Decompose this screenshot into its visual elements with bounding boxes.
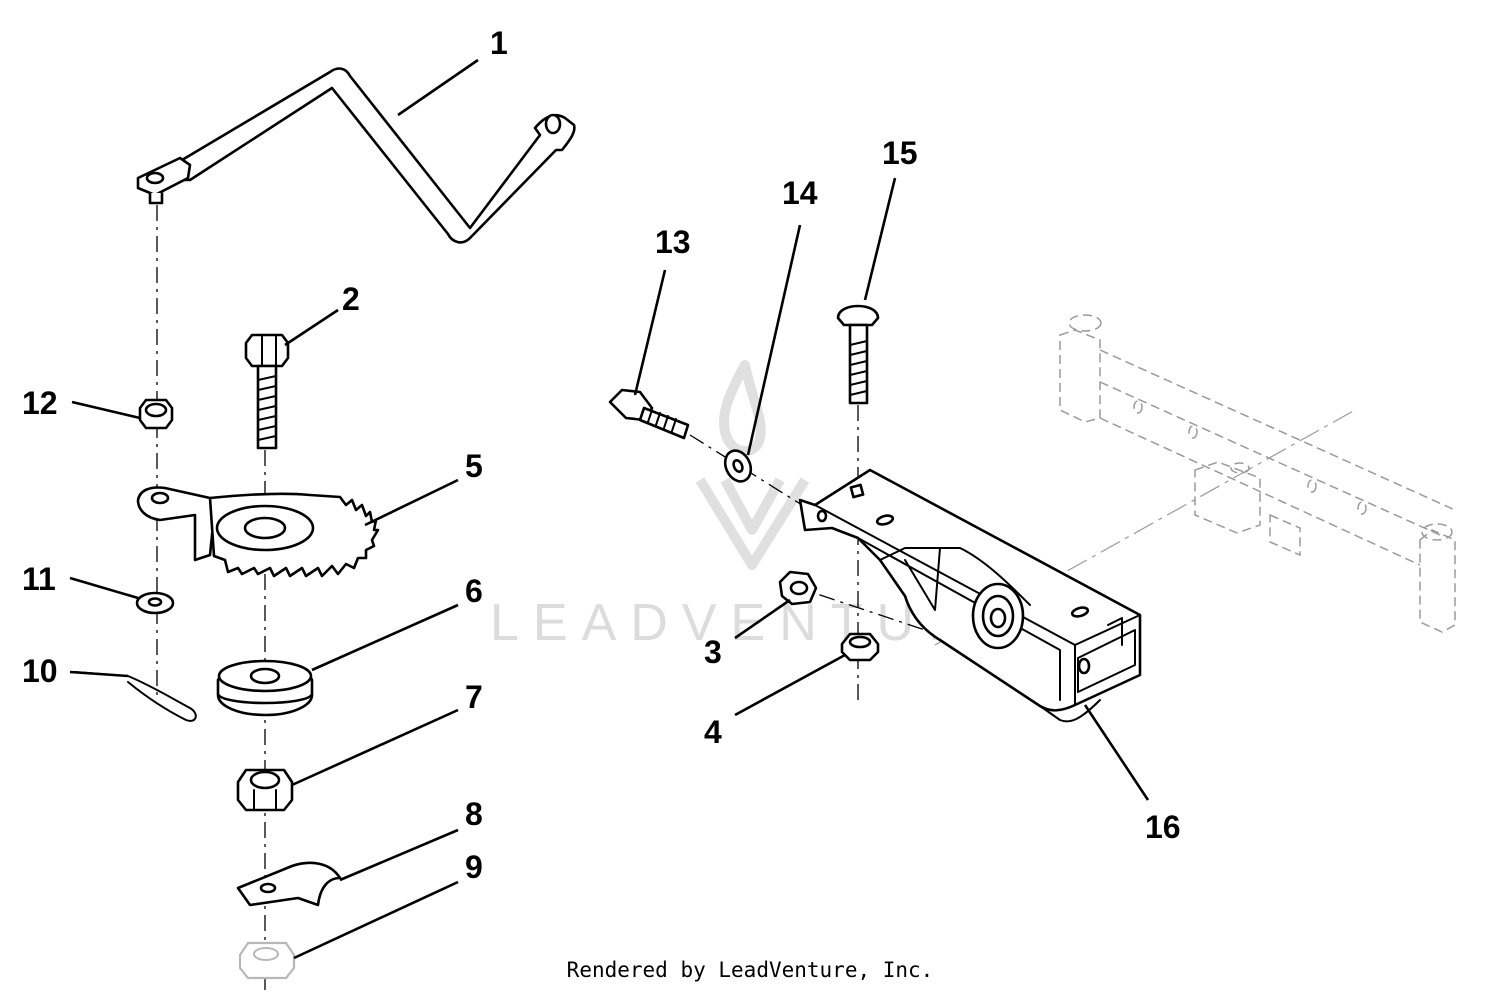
part-5-segment-gear (136, 486, 380, 578)
callout-14: 14 (782, 175, 818, 211)
callout-5: 5 (465, 448, 483, 484)
part-9-nut (238, 941, 296, 980)
callout-10: 10 (22, 653, 58, 689)
callout-15: 15 (882, 135, 918, 171)
callout-11: 11 (22, 561, 56, 597)
part-12-flange-nut (138, 398, 174, 430)
callout-2: 2 (342, 281, 360, 317)
part-3-hex-nut (778, 570, 818, 606)
footer-credit: Rendered by LeadVenture, Inc. (566, 958, 934, 982)
part-13-hex-bolt (608, 388, 690, 440)
callout-9: 9 (465, 849, 483, 885)
callout-3: 3 (704, 634, 722, 670)
part-16-bracket (798, 468, 1142, 723)
callout-leaders (69, 58, 1150, 960)
callout-labels: 1 2 12 5 11 6 10 7 8 9 13 14 15 3 4 16 (22, 25, 1181, 885)
callout-12: 12 (22, 385, 58, 421)
part-4-hex-nut (840, 632, 880, 662)
callout-6: 6 (465, 573, 483, 609)
callout-7: 7 (465, 679, 483, 715)
part-7-hex-nut (236, 768, 294, 812)
callout-16: 16 (1145, 809, 1181, 845)
callout-4: 4 (704, 714, 722, 750)
part-6-spacer (216, 659, 314, 717)
callout-13: 13 (655, 224, 691, 260)
callout-1: 1 (490, 25, 508, 61)
part-11-washer (135, 591, 175, 615)
part-10-cotter-pin (74, 671, 197, 722)
callout-8: 8 (465, 796, 483, 832)
part-15-carriage-bolt (836, 304, 880, 405)
part-14-washer (723, 449, 753, 483)
part-1-control-rod (136, 67, 576, 244)
part-2-hex-bolt (244, 333, 290, 450)
part-8-clip (236, 861, 342, 907)
